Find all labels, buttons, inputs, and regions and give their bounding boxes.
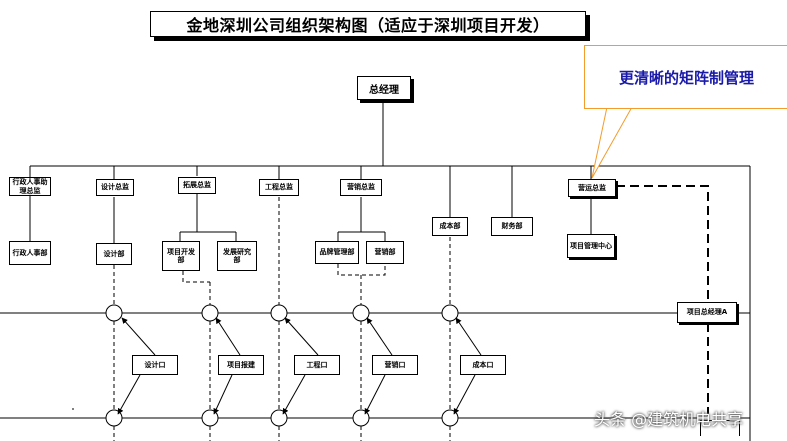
dept-finance[interactable]: 财务部 bbox=[491, 217, 533, 236]
director-admin-hr[interactable]: 行政人事助理总监 bbox=[9, 177, 51, 196]
interface-reporting[interactable]: 项目报建 bbox=[218, 355, 264, 375]
callout-note: 更清晰的矩阵制管理 bbox=[584, 45, 787, 109]
director-marketing[interactable]: 营销总监 bbox=[340, 179, 382, 196]
director-design[interactable]: 设计总监 bbox=[96, 179, 134, 196]
interface-marketing[interactable]: 营销口 bbox=[372, 355, 418, 375]
watermark: 头条 @建筑机电共享 bbox=[594, 410, 744, 429]
dept-brand-mgmt[interactable]: 品牌管理部 bbox=[315, 241, 359, 264]
project-manager-b-partial bbox=[700, 420, 740, 436]
dept-project-dev[interactable]: 项目开发部 bbox=[162, 241, 200, 271]
general-manager-node[interactable]: 总经理 bbox=[357, 76, 411, 100]
dept-design[interactable]: 设计部 bbox=[96, 243, 132, 265]
chart-title: 金地深圳公司组织架构图（适应于深圳项目开发） bbox=[150, 11, 586, 37]
director-engineering[interactable]: 工程总监 bbox=[259, 179, 299, 196]
interface-engineering[interactable]: 工程口 bbox=[294, 355, 340, 375]
dept-cost[interactable]: 成本部 bbox=[432, 217, 468, 236]
dept-marketing[interactable]: 营销部 bbox=[366, 241, 404, 264]
director-expansion[interactable]: 拓展总监 bbox=[178, 177, 216, 194]
director-operations[interactable]: 营运总监 bbox=[568, 179, 616, 197]
interface-cost[interactable]: 成本口 bbox=[460, 355, 506, 375]
dept-admin-hr[interactable]: 行政人事部 bbox=[9, 241, 51, 265]
interface-design[interactable]: 设计口 bbox=[132, 355, 178, 375]
dept-project-mgmt-center[interactable]: 项目管理中心 bbox=[567, 234, 615, 258]
project-manager-a[interactable]: 项目总经理A bbox=[677, 302, 737, 323]
dept-dev-research[interactable]: 发展研究部 bbox=[217, 241, 257, 271]
